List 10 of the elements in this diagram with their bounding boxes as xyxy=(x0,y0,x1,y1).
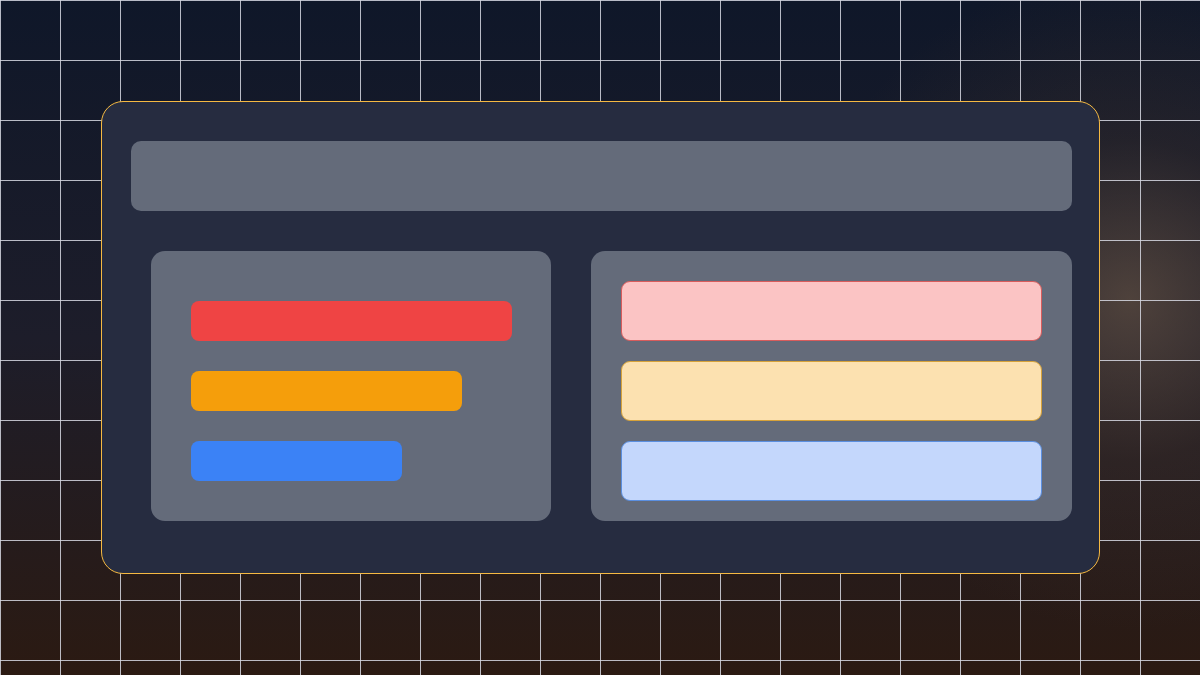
window-card xyxy=(101,101,1100,574)
header-bar xyxy=(131,141,1072,211)
left-panel xyxy=(151,251,551,521)
placeholder-block xyxy=(621,441,1042,501)
placeholder-bar xyxy=(191,441,402,481)
placeholder-block xyxy=(621,281,1042,341)
right-panel xyxy=(591,251,1072,521)
placeholder-bar xyxy=(191,301,512,341)
placeholder-block xyxy=(621,361,1042,421)
placeholder-bar xyxy=(191,371,462,411)
